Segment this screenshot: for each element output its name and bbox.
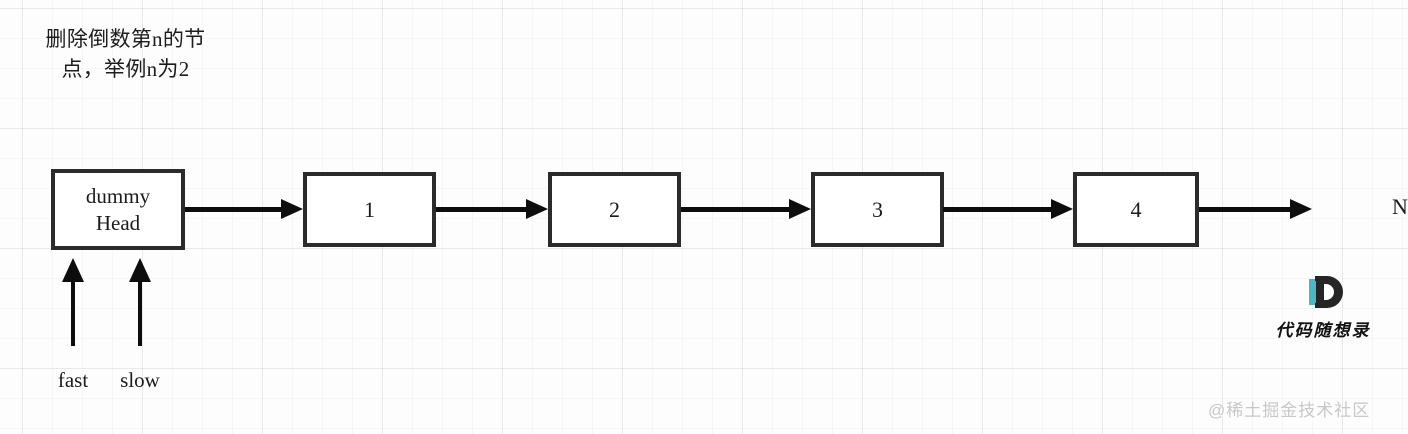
pointer-arrow-slow	[128, 258, 152, 346]
arrow-shaft	[943, 206, 1051, 212]
page-title: 删除倒数第n的节 点，举例n为2	[45, 27, 206, 81]
arrow-head-icon	[1051, 199, 1073, 219]
node-label: 4	[1130, 197, 1142, 222]
arrow-head-icon	[526, 199, 548, 219]
arrow-head-icon	[1290, 199, 1312, 219]
node-label: dummy Head	[85, 183, 151, 235]
brand-d-icon	[1301, 270, 1345, 314]
node-label: 3	[872, 197, 883, 222]
node-label: 2	[609, 197, 620, 222]
node-label: 1	[364, 197, 375, 222]
link-arrow-dummyhead-to-1	[185, 199, 303, 219]
node-2: 2	[548, 172, 681, 247]
brand-name: 代码随想录	[1275, 321, 1371, 341]
arrow-head-icon	[62, 258, 84, 282]
arrow-head-icon	[281, 199, 303, 219]
link-arrow-1-to-2	[436, 199, 548, 219]
arrow-shaft	[185, 206, 281, 212]
arrow-shaft	[71, 275, 75, 346]
watermark: @稀土掘金技术社区	[1208, 401, 1371, 420]
pointer-label-slow: slow	[120, 368, 160, 392]
brand-logo: 代码随想录	[1243, 270, 1403, 341]
arrow-head-icon	[129, 258, 151, 282]
pointer-arrow-fast	[61, 258, 85, 346]
arrow-shaft	[138, 275, 142, 346]
node-1: 1	[303, 172, 436, 247]
tail-null-label: NULL	[1392, 194, 1408, 219]
arrow-shaft	[1199, 206, 1290, 212]
arrow-shaft	[681, 206, 789, 212]
node-dummy-head: dummy Head	[51, 169, 185, 250]
node-3: 3	[811, 172, 944, 247]
link-arrow-2-to-3	[681, 199, 811, 219]
pointer-label-fast: fast	[57, 368, 89, 392]
node-4: 4	[1073, 172, 1199, 247]
arrow-head-icon	[789, 199, 811, 219]
link-arrow-3-to-4	[943, 199, 1073, 219]
link-arrow-4-to-null	[1199, 199, 1312, 219]
arrow-shaft	[436, 206, 526, 212]
